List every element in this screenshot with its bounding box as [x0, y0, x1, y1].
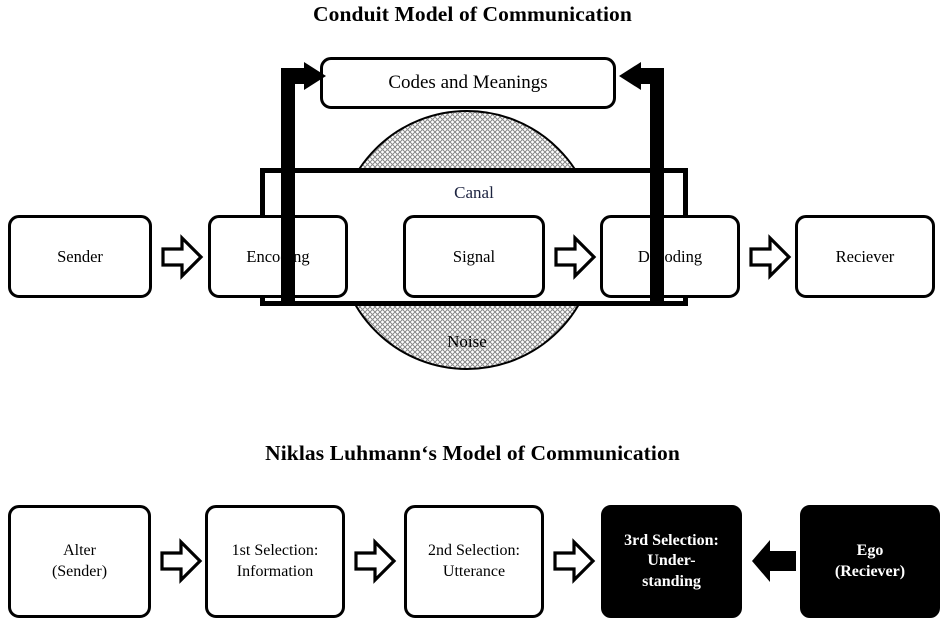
node-ego-label: Ego (Reciever)	[834, 542, 906, 580]
node-first-selection-label: 1st Selection: Information	[231, 542, 319, 580]
ego-to-third-selection-arrow	[750, 539, 798, 583]
node-sender-label: Sender	[57, 246, 103, 266]
node-reciever-label: Reciever	[835, 246, 895, 266]
encoding-to-codes-arrow	[280, 62, 332, 302]
node-signal-label: Signal	[452, 246, 496, 266]
decoding-to-reciever-arrow	[748, 234, 792, 280]
decoding-to-codes-arrow	[613, 62, 665, 302]
node-sender[interactable]: Sender	[8, 215, 152, 298]
codes-and-meanings-label: Codes and Meanings	[388, 71, 548, 93]
node-second-selection-label: 2nd Selection: Utterance	[428, 542, 520, 580]
node-second-selection[interactable]: 2nd Selection: Utterance	[404, 505, 544, 618]
conduit-title: Conduit Model of Communication	[313, 2, 632, 26]
node-third-selection-label: 3rd Selection: Under- standing	[624, 531, 719, 590]
node-encoding[interactable]: Encoding	[208, 215, 348, 298]
node-alter-label: Alter (Sender)	[51, 542, 108, 580]
node-ego[interactable]: Ego (Reciever)	[800, 505, 940, 618]
codes-and-meanings-box[interactable]: Codes and Meanings	[320, 57, 616, 109]
node-signal[interactable]: Signal	[403, 215, 545, 298]
node-first-selection[interactable]: 1st Selection: Information	[205, 505, 345, 618]
node-alter[interactable]: Alter (Sender)	[8, 505, 151, 618]
first-to-second-selection-arrow	[353, 538, 397, 584]
signal-to-decoding-arrow	[553, 234, 597, 280]
second-to-third-selection-arrow	[552, 538, 596, 584]
sender-to-encoding-arrow	[160, 234, 204, 280]
canal-label: Canal	[454, 183, 494, 202]
luhmann-title: Niklas Luhmann‘s Model of Communication	[265, 441, 680, 465]
alter-to-first-selection-arrow	[159, 538, 203, 584]
noise-label: Noise	[447, 332, 487, 351]
node-reciever[interactable]: Reciever	[795, 215, 935, 298]
node-third-selection[interactable]: 3rd Selection: Under- standing	[601, 505, 742, 618]
